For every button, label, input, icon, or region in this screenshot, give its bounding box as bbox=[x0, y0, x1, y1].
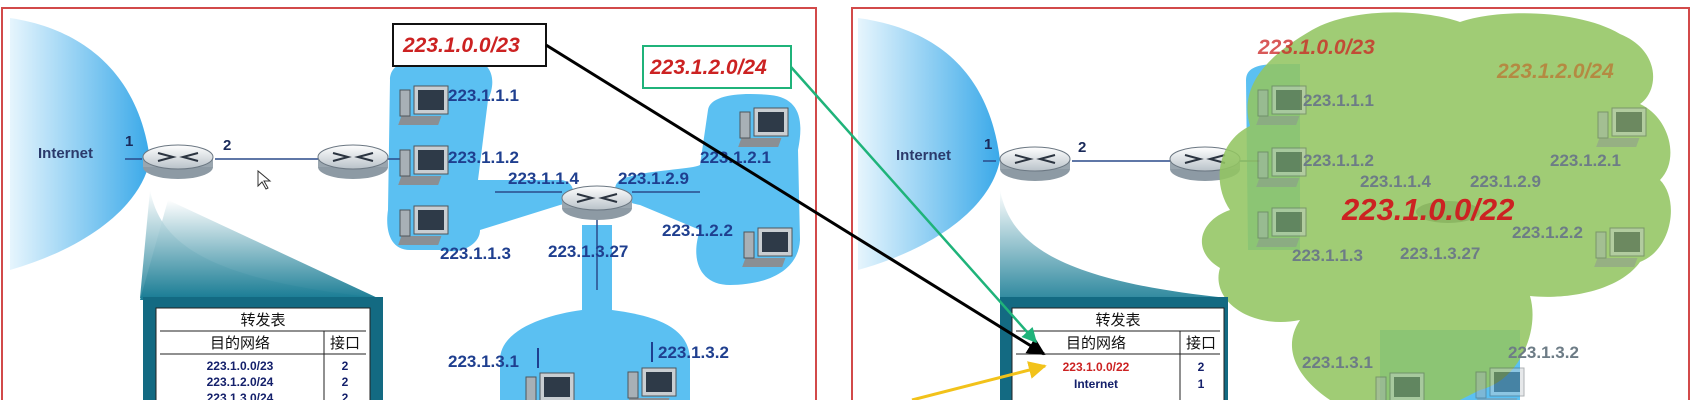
prefix-box-left bbox=[392, 23, 547, 67]
host-label: 223.1.1.1 bbox=[448, 86, 519, 105]
port-1-label: 1 bbox=[984, 136, 992, 153]
arrow-green bbox=[790, 66, 1037, 344]
table-cell: Internet bbox=[1074, 377, 1118, 391]
table-cell-highlight: 223.1.0.0/22 bbox=[1063, 360, 1130, 374]
table-cell: 1 bbox=[1198, 377, 1205, 391]
router-mid-left bbox=[317, 144, 389, 180]
table-col-port: 接口 bbox=[1186, 334, 1216, 352]
host-label: 223.1.2.9 bbox=[1470, 172, 1541, 191]
label-top-left: 223.1.0.0/23 bbox=[1257, 36, 1375, 59]
host-label: 223.1.3.1 bbox=[1302, 353, 1373, 372]
prefix-box-left-text: 223.1.0.0/23 bbox=[402, 34, 520, 57]
host-label: 223.1.1.4 bbox=[1360, 172, 1431, 191]
internet-cloud bbox=[10, 18, 150, 270]
right-frame bbox=[851, 7, 1690, 400]
host-label: 223.1.1.2 bbox=[448, 148, 519, 167]
table-cell: 2 bbox=[1198, 360, 1205, 374]
table-cell: 2 bbox=[342, 391, 349, 400]
port-1-label: 1 bbox=[125, 133, 133, 150]
aggregate-prefix-label: 223.1.0.0/22 bbox=[1341, 192, 1514, 227]
table-title: 转发表 bbox=[1095, 311, 1140, 329]
table-col-net: 目的网络 bbox=[210, 334, 270, 352]
host-label: 223.1.3.27 bbox=[1400, 244, 1480, 263]
router-edge-left bbox=[142, 144, 214, 180]
right-panel: Internet 1 2 223.1.0.0/23 223.1.2.0/24 2… bbox=[851, 7, 1690, 400]
internet-label: Internet bbox=[38, 145, 93, 162]
table-fan bbox=[1000, 190, 1228, 298]
left-panel: Internet 1 2 223.1.1.1 223.1.1.2 223.1 bbox=[1, 7, 817, 400]
table-title: 转发表 bbox=[240, 311, 285, 329]
arrow-yellow bbox=[911, 361, 1047, 400]
host-faded bbox=[1473, 367, 1525, 400]
table-cell: 223.1.2.0/24 bbox=[207, 375, 274, 389]
table-cell: 2 bbox=[342, 359, 349, 373]
host-label: 223.1.2.9 bbox=[618, 169, 689, 188]
router-core-left bbox=[561, 185, 633, 221]
host-label: 223.1.2.2 bbox=[662, 221, 733, 240]
host-label: 223.1.1.2 bbox=[1303, 151, 1374, 170]
prefix-box-right-text: 223.1.2.0/24 bbox=[649, 56, 767, 79]
left-frame bbox=[1, 7, 817, 400]
host-label: 223.1.3.27 bbox=[548, 242, 628, 261]
host-label: 223.1.1.3 bbox=[1292, 246, 1363, 265]
host-223-1-3-2 bbox=[625, 367, 677, 400]
host-label: 223.1.1.4 bbox=[508, 169, 579, 188]
host-label: 223.1.3.2 bbox=[1508, 343, 1579, 362]
table-cell: 223.1.0.0/23 bbox=[207, 359, 274, 373]
host-label: 223.1.2.2 bbox=[1512, 223, 1583, 242]
host-label: 223.1.2.1 bbox=[1550, 151, 1621, 170]
table-cell: 2 bbox=[342, 375, 349, 389]
port-2-label: 2 bbox=[1078, 139, 1086, 156]
table-cell: 223.1.3.0/24 bbox=[207, 391, 274, 400]
arrow-black bbox=[545, 43, 1046, 356]
internet-label: Internet bbox=[896, 147, 951, 164]
mouse-cursor-icon bbox=[257, 169, 272, 190]
table-col-net: 目的网络 bbox=[1066, 334, 1126, 352]
host-label: 223.1.1.3 bbox=[440, 244, 511, 263]
subnet-223-1-3 bbox=[500, 225, 690, 400]
internet-cloud bbox=[858, 18, 1000, 270]
port-2-label: 2 bbox=[223, 137, 231, 154]
label-top-right: 223.1.2.0/24 bbox=[1496, 60, 1614, 83]
router-edge-right bbox=[999, 146, 1071, 182]
host-223-1-3-1 bbox=[523, 372, 575, 400]
host-label: 223.1.3.1 bbox=[448, 352, 519, 371]
host-faded bbox=[1373, 372, 1425, 400]
host-label: 223.1.3.2 bbox=[658, 343, 729, 362]
table-col-port: 接口 bbox=[330, 334, 360, 352]
host-label: 223.1.1.1 bbox=[1303, 91, 1374, 110]
